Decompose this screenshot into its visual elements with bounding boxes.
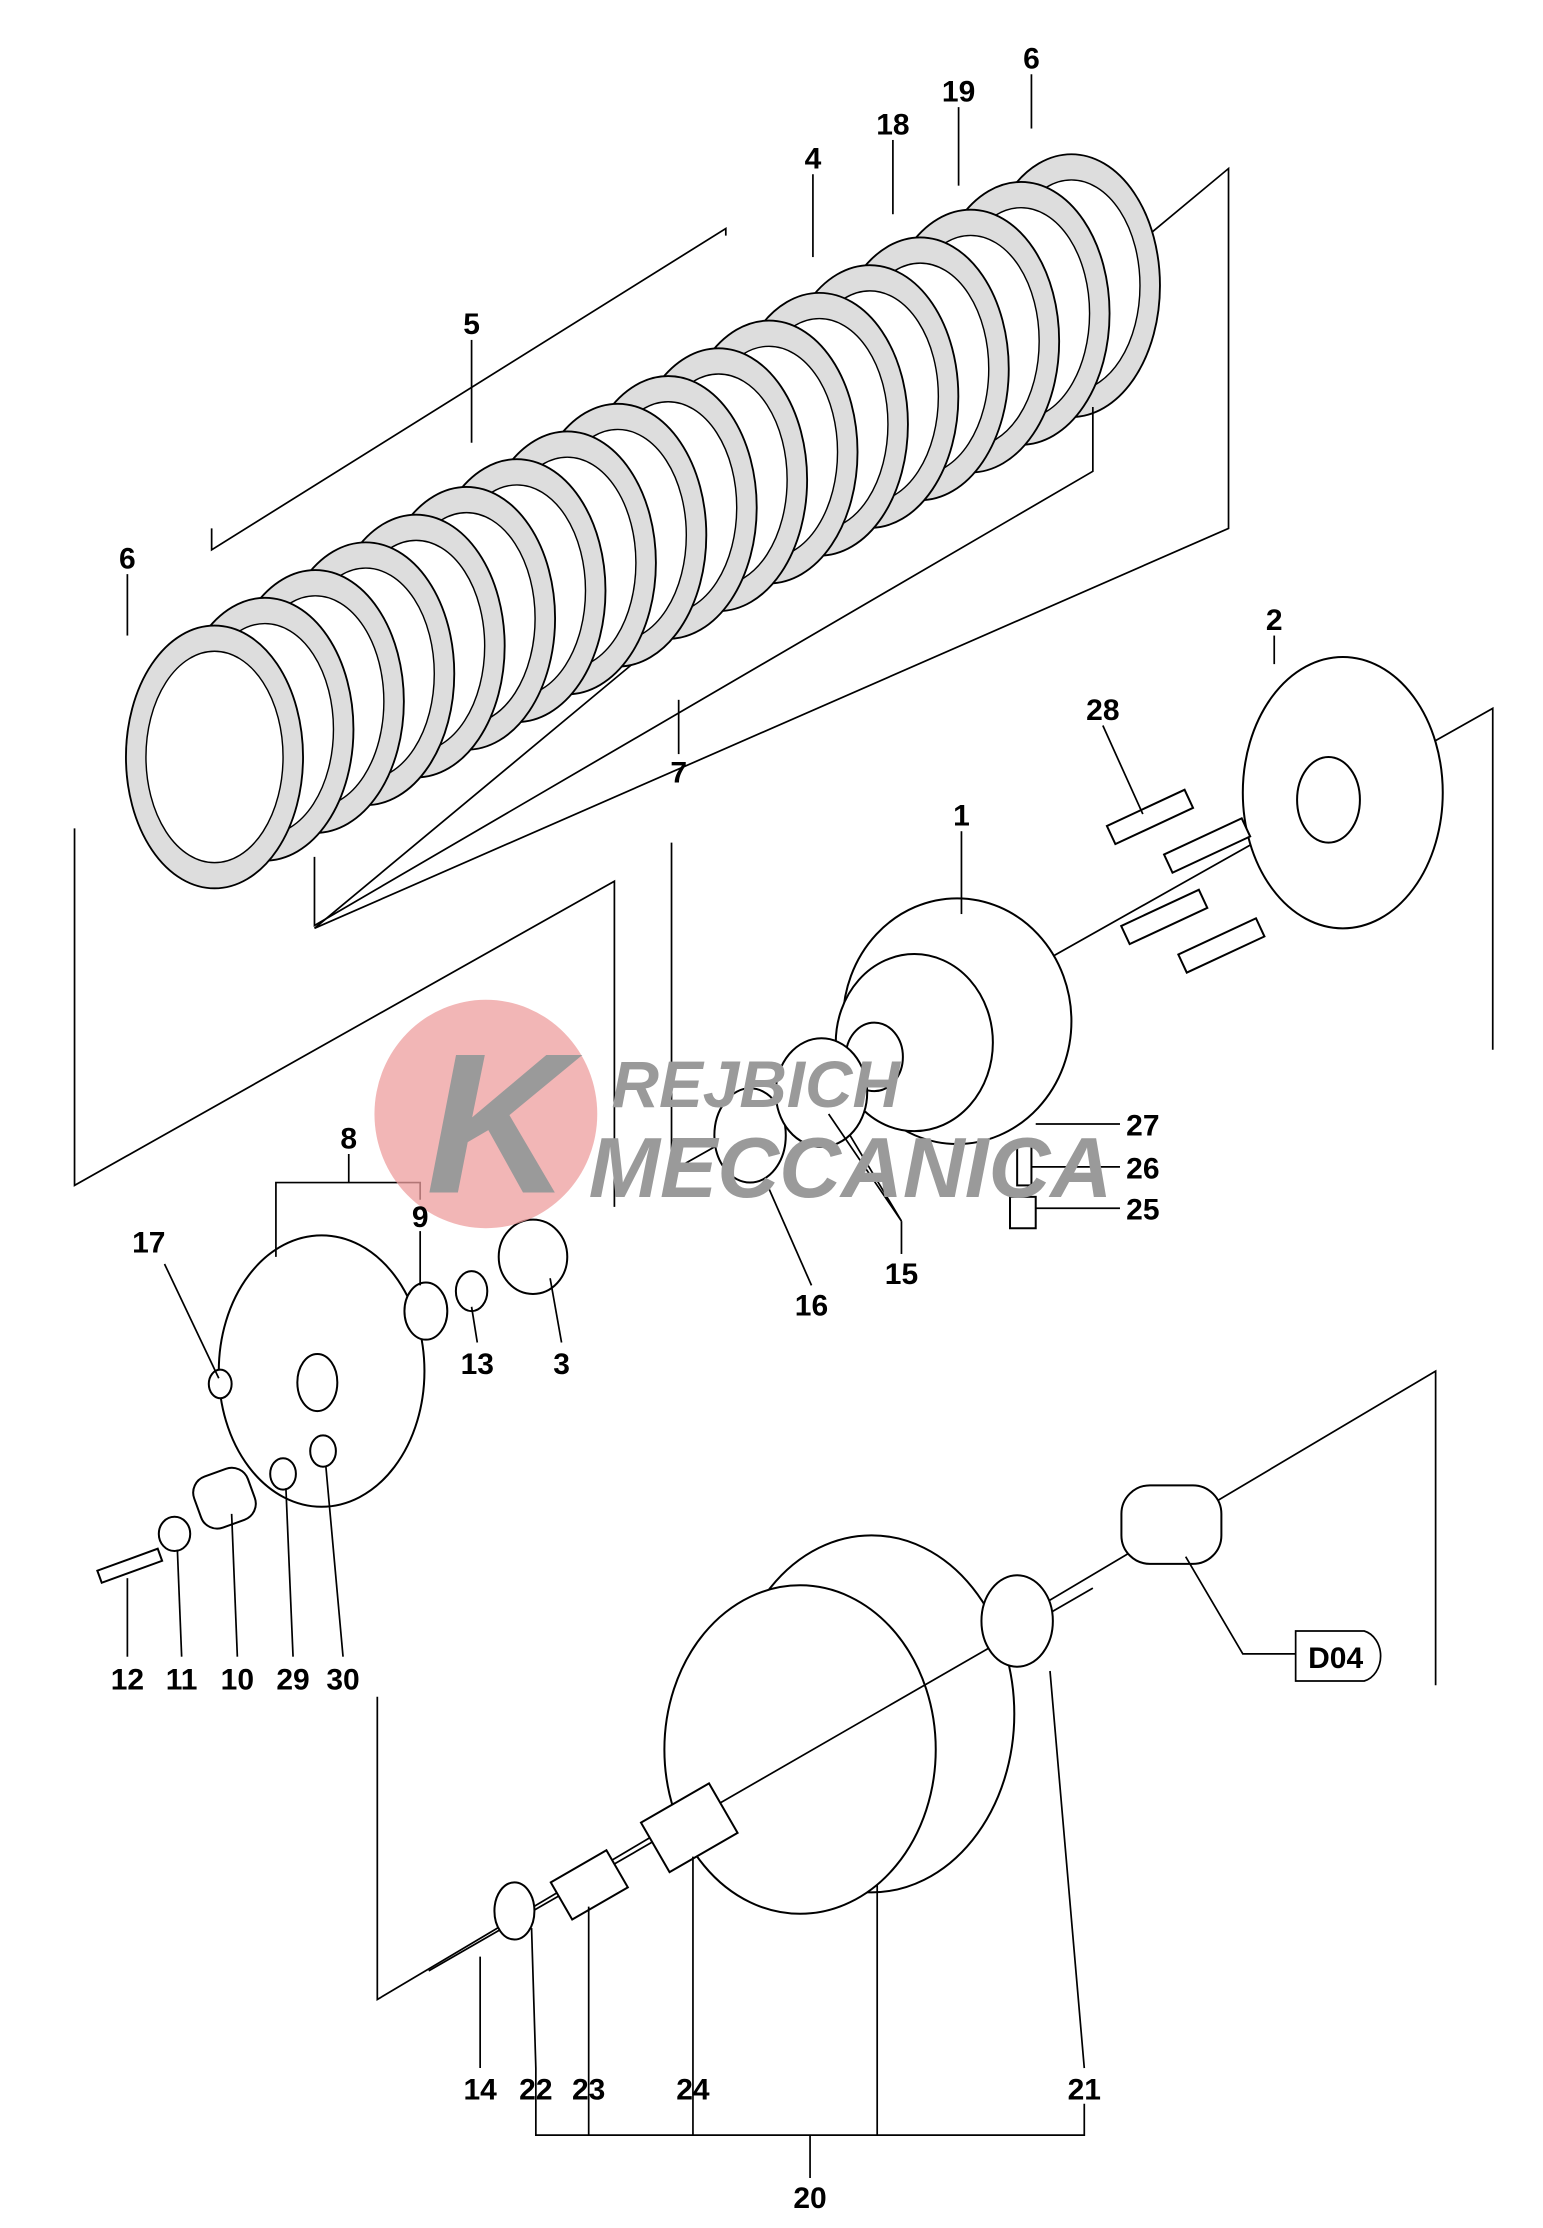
callout-5: 5: [463, 308, 480, 341]
d04-reference-tag: [1294, 1630, 1382, 1682]
callout-29: 29: [276, 1664, 309, 1697]
callout-18: 18: [876, 108, 909, 141]
watermark-k: K: [426, 1013, 583, 1236]
lock-washer: [774, 1037, 869, 1148]
callout-16: 16: [795, 1289, 828, 1322]
callout-d04[interactable]: D04: [1308, 1642, 1363, 1675]
callout-8: 8: [340, 1122, 357, 1155]
callout-1: 1: [953, 800, 970, 833]
callout-10: 10: [221, 1664, 254, 1697]
watermark-circle: [374, 999, 598, 1229]
callout-30: 30: [326, 1664, 359, 1697]
callout-2: 2: [1266, 604, 1283, 637]
leader-lines: [126, 74, 1296, 2179]
callout-labels: 6 19 18 4 5 6 7 2 28 1 27 26 25 8 9 17 1…: [111, 43, 1382, 2215]
callout-27: 27: [1126, 1109, 1159, 1142]
clutch-plate-inner: [145, 650, 284, 864]
clutch-hub: [834, 897, 1073, 1145]
clutch-plate-stack: [125, 153, 1161, 890]
spring-assembly: [96, 1368, 337, 1585]
needle-bearing: [1009, 1195, 1037, 1230]
pressure-plate: [217, 1218, 569, 1508]
slave-cylinder: [1120, 1484, 1223, 1565]
frame-pressure-plate: [73, 828, 616, 1207]
callout-12: 12: [111, 1664, 144, 1697]
callout-6-left: 6: [119, 542, 136, 575]
callout-13: 13: [461, 1348, 494, 1381]
watermark-logo: K REJBICH MECCANICA: [374, 999, 1113, 1236]
callout-15: 15: [885, 1258, 918, 1291]
clutch-basket: [428, 1534, 1094, 1972]
callout-3: 3: [553, 1348, 570, 1381]
callout-26: 26: [1126, 1152, 1159, 1185]
callout-28: 28: [1086, 694, 1119, 727]
callout-11: 11: [166, 1664, 198, 1697]
callout-17: 17: [132, 1227, 165, 1260]
callout-9: 9: [412, 1201, 429, 1234]
callout-23: 23: [572, 2073, 605, 2106]
callout-4: 4: [805, 143, 822, 176]
callout-25: 25: [1126, 1194, 1159, 1227]
callout-19: 19: [942, 75, 975, 108]
watermark-line1: REJBICH: [612, 1048, 902, 1121]
callout-21: 21: [1068, 2073, 1101, 2106]
studs: [1105, 788, 1266, 974]
callout-7: 7: [670, 757, 687, 790]
callout-20: 20: [793, 2182, 826, 2215]
frame-hub: [670, 706, 1494, 1173]
watermark-line2: MECCANICA: [589, 1120, 1113, 1216]
pin: [1016, 1141, 1033, 1187]
callout-14: 14: [463, 2073, 497, 2106]
callout-22: 22: [519, 2073, 552, 2106]
callout-24: 24: [676, 2073, 710, 2106]
callout-6-top: 6: [1023, 43, 1040, 76]
thrust-washer: [713, 1087, 787, 1184]
pressure-disc: [1241, 655, 1444, 930]
